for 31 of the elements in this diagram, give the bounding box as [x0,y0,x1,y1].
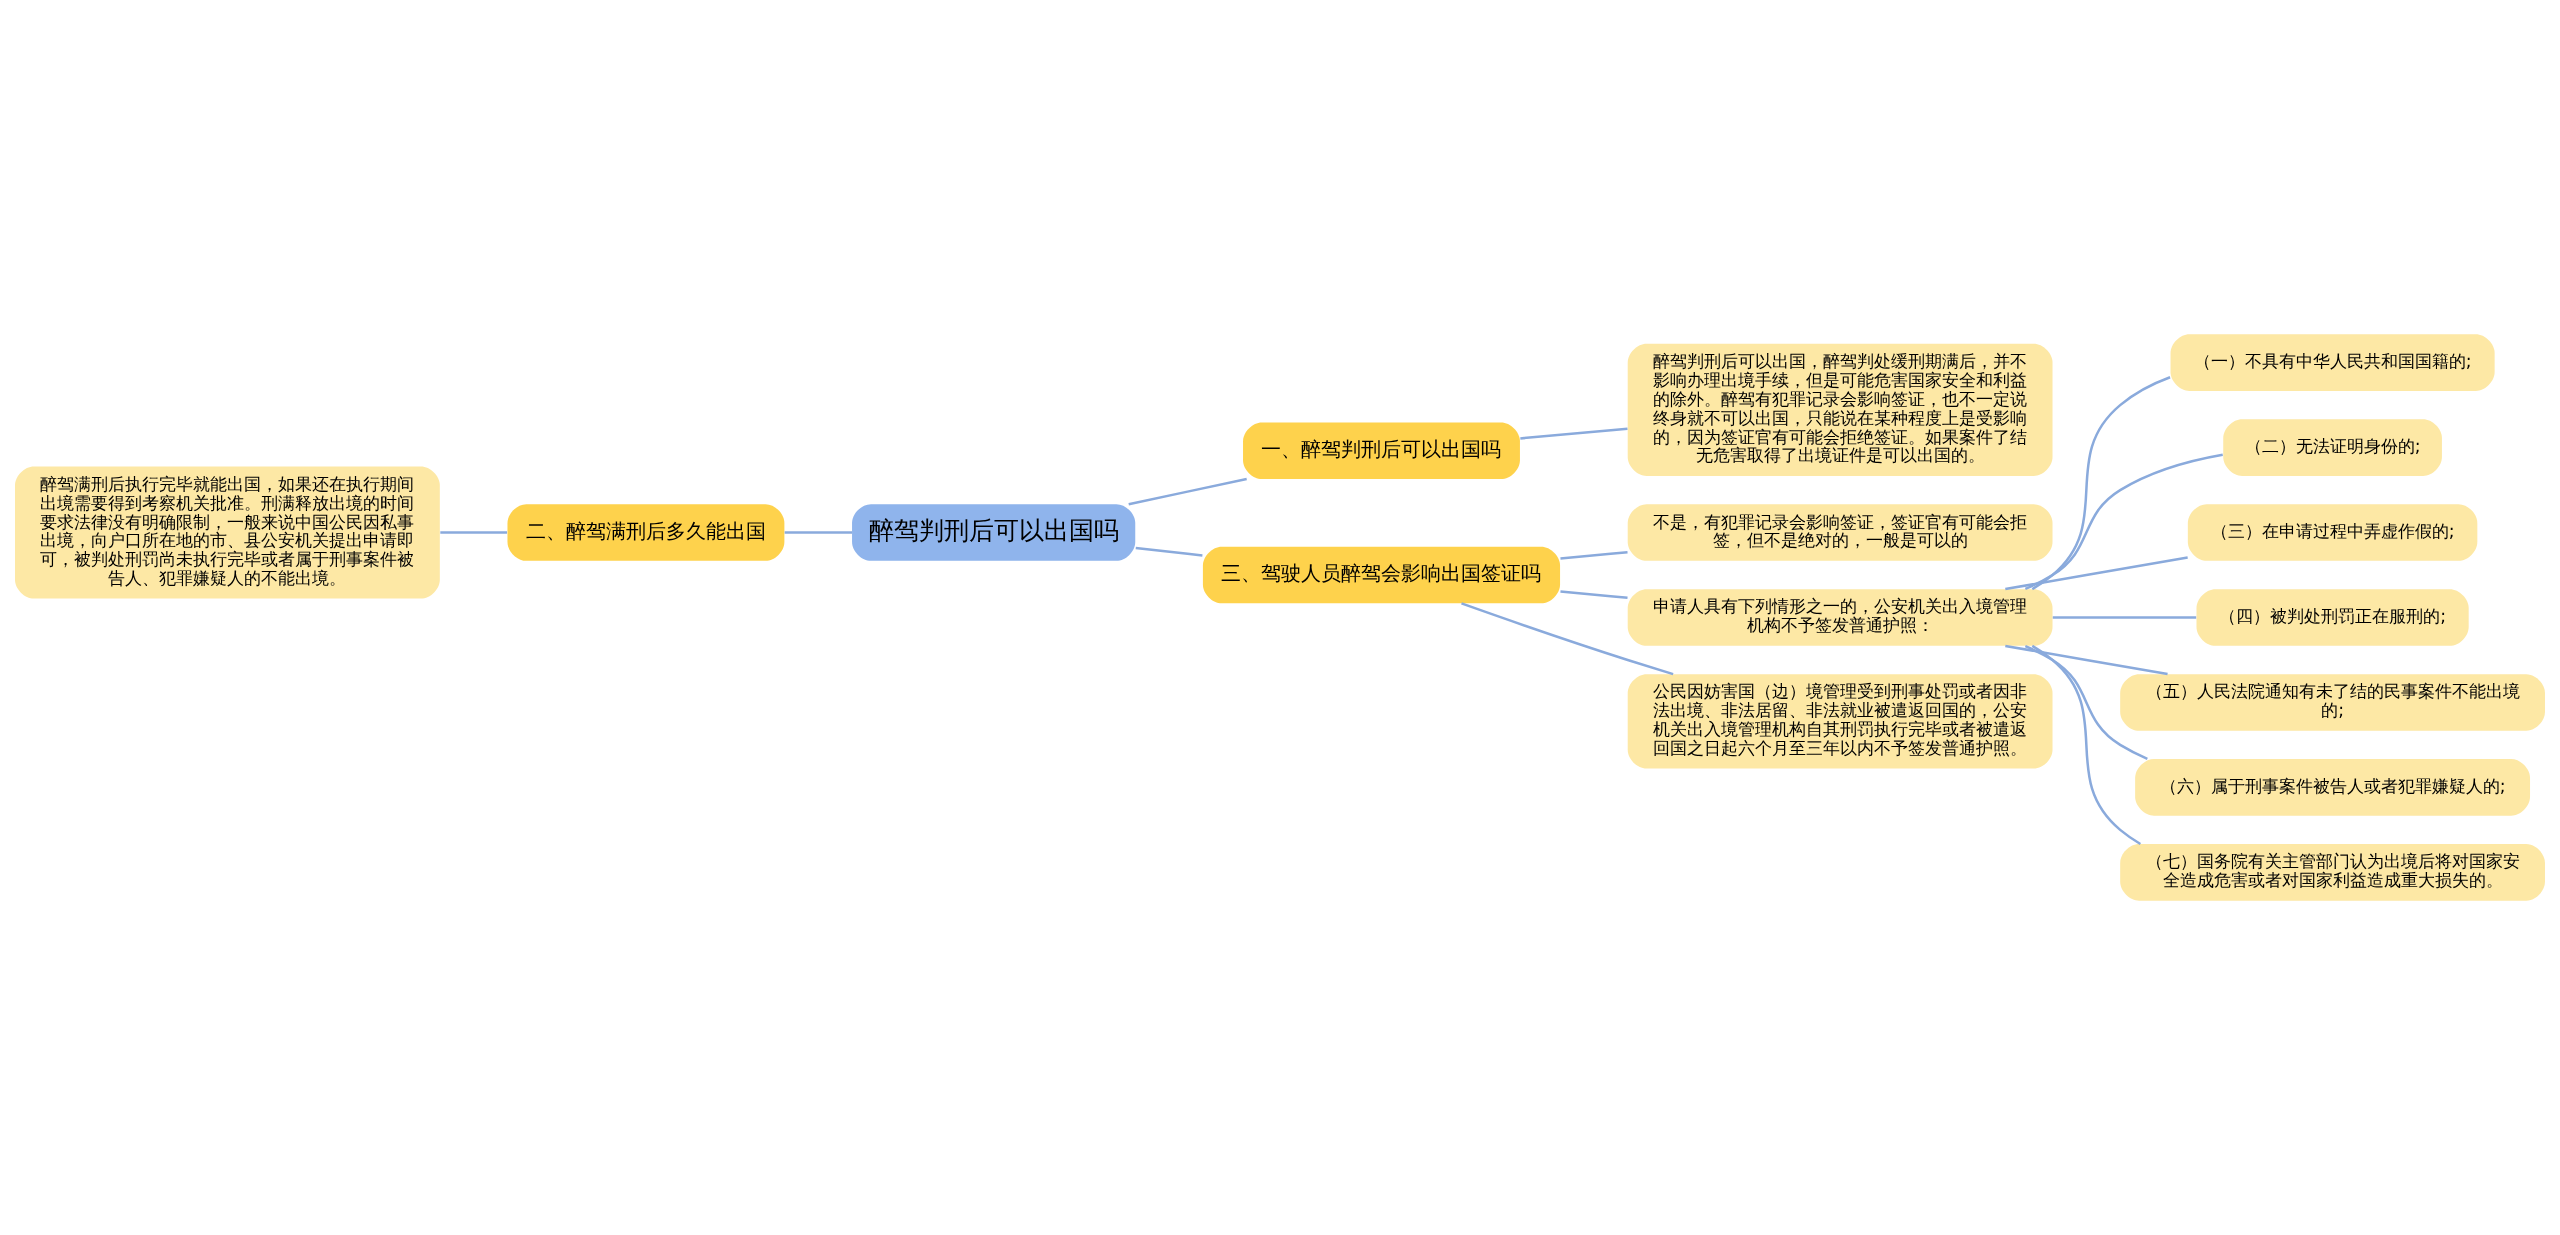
connector [2024,644,2148,761]
connector [2031,376,2171,591]
node-box: 二、醉驾满刑后多久能出国 [507,504,785,561]
connector [784,531,852,534]
connector [2031,644,2142,846]
connector [1135,546,1203,557]
node-box: （七）国务院有关主管部门认为出境后将对国家安全造成危害或者对国家利益造成重大损失的。 [2120,844,2545,901]
connector [1520,427,1628,440]
connector [2005,556,2188,591]
connector [2024,453,2223,591]
connector [1128,477,1247,506]
node-box: 申请人具有下列情形之一的，公安机关出入境管理机构不予签发普通护照： [1627,589,2053,646]
connector [1560,550,1628,560]
node-box: 醉驾满刑后执行完毕就能出国，如果还在执行期间出境需要得到考察机关批准。刑满释放出境的时间要求法律没有明确限制，一般来说中国公民因私事出境，向户口所在地的市、县公安机关提出申请即可，被判处刑罚尚未执行完毕或者属于刑事案件被告人、犯罪嫌疑人的不能出境。 [15,466,440,599]
node-box: 醉驾判刑后可以出国吗 [852,504,1136,561]
node-box: 醉驾判刑后可以出国，醉驾判处缓刑期满后，并不影响办理出境手续，但是可能危害国家安全和利益的除外。醉驾有犯罪记录会影响签证，也不一定说终身就不可以出国，只能说在某种程度上是受影响的，因为签证官有可能会拒绝签证。如果案件了结无危害取得了出境证件是可以出国的。 [1627,343,2053,476]
connector [2005,644,2168,676]
connector [1560,590,1628,600]
node-box: 三、驾驶人员醉驾会影响出国签证吗 [1202,546,1561,604]
connector [440,531,507,534]
connector [2052,616,2197,619]
node-box: （三）在申请过程中弄虚作假的; [2187,504,2478,561]
node-box: （五）人民法院通知有未了结的民事案件不能出境的; [2120,674,2545,731]
node-box: （四）被判处刑罚正在服刑的; [2196,589,2469,646]
node-box: （一）不具有中华人民共和国国籍的; [2170,334,2495,391]
node-box: 一、醉驾判刑后可以出国吗 [1243,422,1520,480]
node-box: （六）属于刑事案件被告人或者犯罪嫌疑人的; [2135,759,2531,816]
node-box: （二）无法证明身份的; [2223,419,2442,476]
connector [1461,602,1674,676]
node-box: 公民因妨害国（边）境管理受到刑事处罚或者因非法出境、非法居留、非法就业被遣返回国的，公安机关出入境管理机构自其刑罚执行完毕或者被遣返回国之日起六个月至三年以内不予签发普通护照。 [1627,674,2053,769]
node-box: 不是，有犯罪记录会影响签证，签证官有可能会拒签，但不是绝对的，一般是可以的 [1627,504,2053,561]
